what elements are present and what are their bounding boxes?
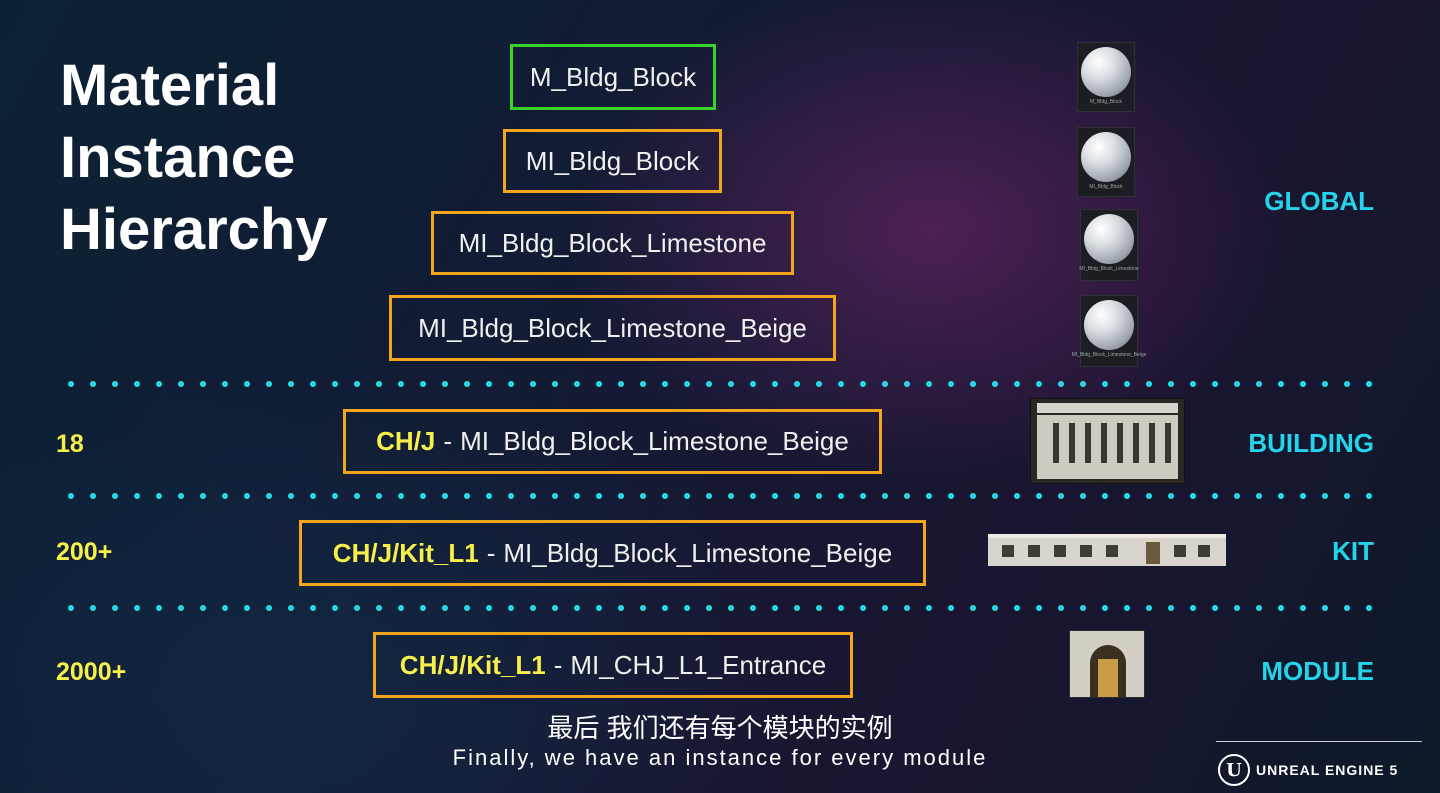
- module-instance-label: MI_CHJ_L1_Entrance: [570, 649, 827, 680]
- building-prefix: CH/J: [376, 426, 436, 456]
- separator-dash: -: [486, 537, 496, 568]
- sphere-preview-icon: [1084, 300, 1134, 350]
- separator-dotted-line: [60, 493, 1380, 499]
- module-prefix: CH/J/Kit_L1: [399, 649, 546, 680]
- material-thumbnail-4: MI_Bldg_Block_Limestone_Beige: [1072, 295, 1146, 367]
- thumbnail-caption: M_Bldg_Block: [1090, 99, 1122, 105]
- separator-dash: -: [443, 426, 453, 456]
- level-label-global: GLOBAL: [1264, 186, 1374, 216]
- kit-preview-image: [988, 534, 1226, 566]
- subtitle-english: Finally, we have an instance for every m…: [452, 745, 988, 770]
- kit-instance-label: MI_Bldg_Block_Limestone_Beige: [503, 537, 893, 568]
- logo-letter: U: [1226, 759, 1242, 781]
- module-instance-box: CH/J/Kit_L1 - MI_CHJ_L1_Entrance: [373, 632, 853, 698]
- base-material-label: M_Bldg_Block: [529, 61, 697, 92]
- instance-3-box: MI_Bldg_Block_Limestone_Beige: [389, 295, 836, 361]
- base-material-box: M_Bldg_Block: [510, 44, 716, 110]
- material-thumbnail-2: MI_Bldg_Block: [1077, 127, 1135, 197]
- sphere-preview-icon: [1081, 47, 1131, 97]
- sphere-preview-icon: [1084, 214, 1134, 264]
- thumbnail-caption: MI_Bldg_Block: [1089, 184, 1123, 190]
- count-module: 2000+: [56, 658, 127, 686]
- instance-1-label: MI_Bldg_Block: [525, 145, 700, 176]
- title-line-1: Material: [60, 53, 280, 118]
- separator-dash: -: [553, 649, 563, 680]
- separator-dotted-line: [60, 605, 1380, 611]
- count-building: 18: [56, 430, 84, 458]
- unreal-engine-wordmark: UNREAL ENGINE 5: [1256, 762, 1399, 778]
- level-label-kit: KIT: [1332, 536, 1374, 566]
- separator-dotted-line: [60, 381, 1380, 387]
- instance-2-box: MI_Bldg_Block_Limestone: [431, 211, 794, 275]
- level-label-module: MODULE: [1261, 656, 1374, 686]
- building-preview-image: [1030, 398, 1185, 484]
- count-kit: 200+: [56, 538, 113, 566]
- instance-2-label: MI_Bldg_Block_Limestone: [458, 227, 767, 258]
- kit-prefix: CH/J/Kit_L1: [332, 537, 479, 568]
- title-line-3: Hierarchy: [60, 197, 328, 262]
- title-line-2: Instance: [60, 125, 296, 190]
- level-label-building: BUILDING: [1248, 428, 1374, 458]
- thumbnail-caption: MI_Bldg_Block_Limestone_Beige: [1071, 352, 1147, 358]
- subtitle-chinese: 最后 我们还有每个模块的实例: [547, 713, 893, 743]
- sphere-preview-icon: [1081, 132, 1131, 182]
- building-instance-label: MI_Bldg_Block_Limestone_Beige: [460, 426, 849, 456]
- instance-1-box: MI_Bldg_Block: [503, 129, 722, 193]
- material-thumbnail-3: MI_Bldg_Block_Limestone: [1079, 209, 1139, 281]
- material-thumbnail-1: M_Bldg_Block: [1077, 42, 1135, 112]
- instance-3-label: MI_Bldg_Block_Limestone_Beige: [418, 312, 807, 343]
- thumbnail-caption: MI_Bldg_Block_Limestone: [1079, 266, 1139, 272]
- unreal-logo-icon: U: [1218, 754, 1250, 786]
- module-preview-image: [1069, 630, 1145, 698]
- kit-instance-box: CH/J/Kit_L1 - MI_Bldg_Block_Limestone_Be…: [299, 520, 926, 586]
- branding-divider: [1216, 741, 1422, 742]
- building-instance-box: CH/J - MI_Bldg_Block_Limestone_Beige: [343, 409, 882, 474]
- slide-title: Material Instance Hierarchy: [60, 50, 328, 266]
